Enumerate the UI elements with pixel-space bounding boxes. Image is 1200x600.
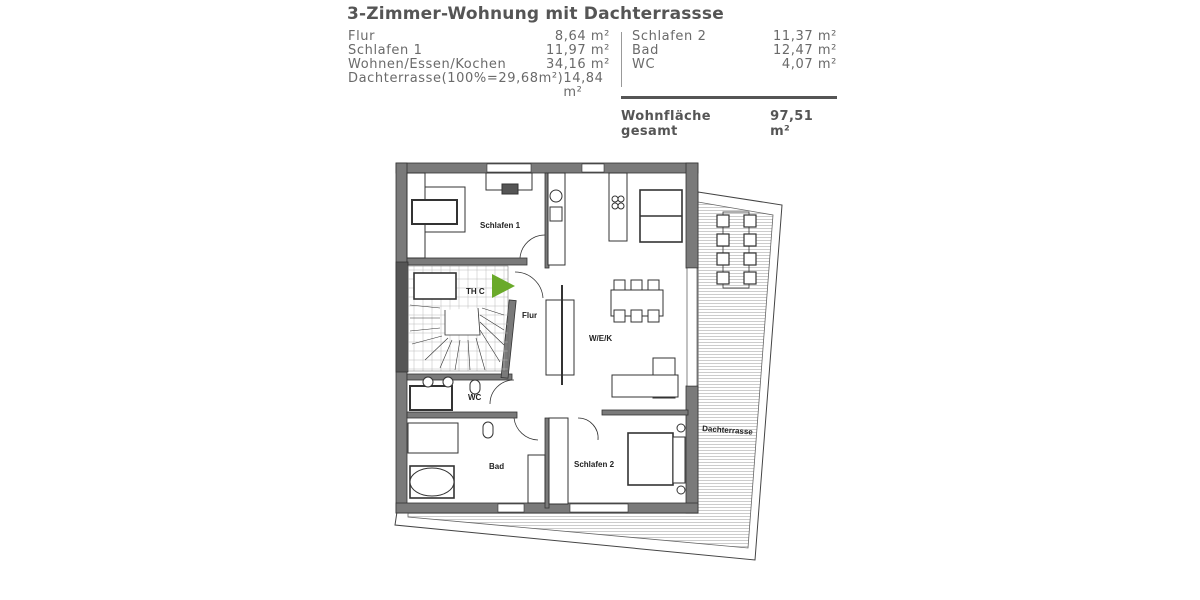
area-row-schlafen2: Schlafen 2 11,37 m² — [632, 30, 837, 44]
wc-fixtures-icon — [409, 376, 481, 411]
label-dachterrasse: Dachterrasse — [702, 424, 754, 437]
terrace-table-icon — [716, 211, 757, 289]
label-thc: TH C — [466, 287, 485, 296]
entrance-arrow-icon — [492, 274, 515, 298]
room-name: Schlafen 1 — [348, 43, 423, 58]
room-area: 11,37 m² — [772, 29, 837, 44]
room-name: Schlafen 2 — [632, 29, 707, 44]
bed-icon — [406, 172, 466, 259]
room-area: 4,07 m² — [781, 57, 837, 72]
room-name: Flur — [348, 29, 376, 44]
total-value: 97,51 m² — [770, 109, 814, 139]
page-title: 3-Zimmer-Wohnung mit Dachterrassse — [347, 4, 724, 24]
room-name: Dachterrasse(100%=29,68m²) — [348, 71, 564, 86]
label-wc: WC — [468, 393, 482, 402]
room-area: 11,97 m² — [545, 43, 610, 58]
area-row-flur: Flur 8,64 m² — [348, 30, 610, 44]
room-name: WC — [632, 57, 656, 72]
total-row: Wohnfläche gesamt 97,51 m² — [621, 109, 837, 139]
kitchen-counter-icon — [547, 172, 683, 266]
desk-icon — [485, 172, 533, 195]
area-row-dachterrasse: Dachterrasse(100%=29,68m²)14,84 m² — [348, 71, 610, 100]
area-row-wek: Wohnen/Essen/Kochen 34,16 m² — [348, 58, 610, 72]
room-area: 34,16 m² — [545, 57, 610, 72]
total-divider — [621, 96, 837, 99]
sofa-icon — [611, 357, 679, 399]
label-schlafen1: Schlafen 1 — [480, 221, 521, 230]
area-table-left: Flur 8,64 m² Schlafen 1 11,97 m² Wohnen/Es… — [348, 30, 610, 100]
staircase-icon — [407, 265, 509, 372]
total-label: Wohnfläche gesamt — [621, 109, 711, 139]
room-area: 14,84 m² — [563, 71, 604, 100]
door-swings — [489, 234, 599, 441]
room-area: 12,47 m² — [772, 43, 837, 58]
wardrobe-icon — [545, 285, 575, 385]
area-table-right: Schlafen 2 11,37 m² Bad 12,47 m² WC 4,07 m² — [632, 30, 837, 72]
column-divider — [621, 32, 622, 87]
bed-icon-schlafen2 — [548, 417, 686, 505]
dining-table-icon — [610, 279, 664, 323]
label-bad: Bad — [489, 462, 504, 471]
bathtub-icon — [407, 421, 546, 504]
label-flur: Flur — [522, 311, 537, 320]
area-row-bad: Bad 12,47 m² — [632, 44, 837, 58]
area-row-schlafen1: Schlafen 1 11,97 m² — [348, 44, 610, 58]
dachterrasse-area — [394, 191, 783, 561]
room-name: Bad — [632, 43, 659, 58]
label-schlafen2: Schlafen 2 — [574, 460, 615, 469]
room-name: Wohnen/Essen/Kochen — [348, 57, 507, 72]
walls — [395, 162, 699, 514]
room-area: 8,64 m² — [554, 29, 610, 44]
label-wek: W/E/K — [589, 334, 612, 343]
windows — [486, 163, 698, 513]
area-row-wc: WC 4,07 m² — [632, 58, 837, 72]
